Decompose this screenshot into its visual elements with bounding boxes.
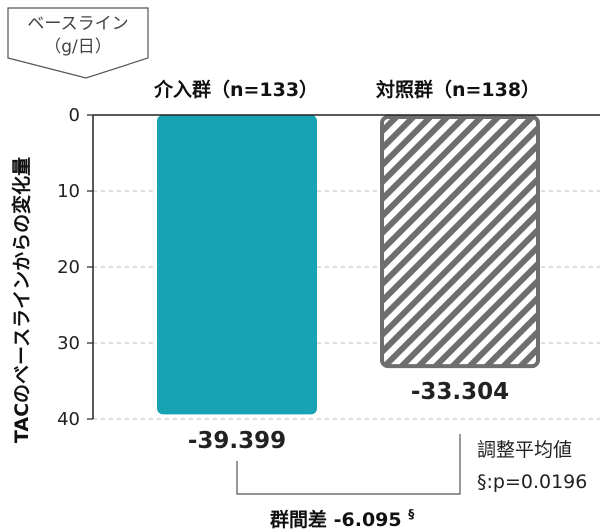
value-label-intervention: -39.399 — [188, 428, 286, 454]
difference-superscript: § — [408, 507, 414, 521]
unit-line-2: （g/日） — [44, 37, 112, 57]
difference-bracket — [236, 434, 461, 495]
bars — [157, 115, 540, 415]
y-tick-labels: 0 10 20 30 40 — [57, 105, 93, 430]
difference-text: 群間差 -6.095 — [269, 508, 402, 531]
y-tick-label-40: 40 — [57, 409, 80, 430]
y-axis-title: TACのベースラインからの変化量 — [10, 157, 33, 443]
y-tick-label-0: 0 — [69, 105, 80, 126]
unit-callout: ベースライン （g/日） — [7, 7, 149, 79]
y-tick-label-30: 30 — [57, 333, 80, 354]
bar-control — [380, 115, 540, 369]
y-tick-label-10: 10 — [57, 181, 80, 202]
note-adjusted-mean: 調整平均値 — [477, 439, 572, 461]
category-label-intervention: 介入群（n=133） — [153, 78, 318, 101]
value-label-control: -33.304 — [411, 379, 509, 405]
y-tick-label-20: 20 — [57, 257, 80, 278]
unit-line-1: ベースライン — [27, 14, 128, 34]
category-label-control: 対照群（n=138） — [375, 78, 540, 101]
note-p-value: §:p=0.0196 — [477, 471, 587, 493]
bar-intervention — [157, 115, 317, 415]
difference-label: 群間差 -6.095 § — [269, 507, 414, 531]
